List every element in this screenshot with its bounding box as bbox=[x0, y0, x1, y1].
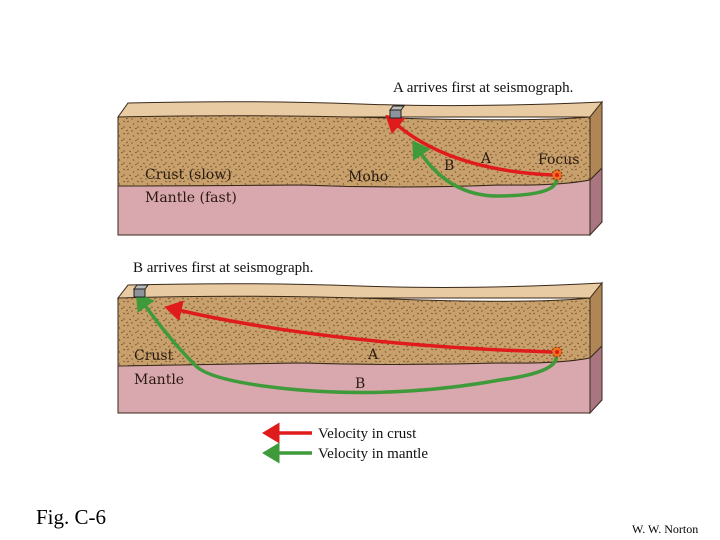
crust-label: Crust (slow) bbox=[145, 167, 232, 183]
focus-icon bbox=[551, 169, 563, 181]
figure-label: Fig. C-6 bbox=[36, 505, 106, 529]
seismograph-icon bbox=[389, 105, 405, 119]
top-mantle bbox=[117, 179, 591, 236]
top-block: A arrives first at seismograph. Crust (s… bbox=[117, 80, 604, 237]
credit: W. W. Norton bbox=[632, 522, 698, 536]
bottom-crust bbox=[117, 295, 591, 367]
ray-a-path bbox=[385, 114, 553, 177]
ray-b-path bbox=[135, 292, 558, 395]
bottom-mantle bbox=[117, 357, 591, 414]
legend-crust-label: Velocity in crust bbox=[318, 426, 417, 442]
legend-mantle-label: Velocity in mantle bbox=[318, 446, 428, 462]
top-caption: A arrives first at seismograph. bbox=[393, 80, 573, 96]
top-surface bbox=[117, 101, 604, 118]
ray-b-path bbox=[412, 140, 558, 198]
moho-label: Moho bbox=[348, 169, 388, 185]
ray-b-label: B bbox=[444, 158, 454, 174]
crust-label: Crust bbox=[134, 348, 174, 364]
focus-icon bbox=[551, 346, 563, 358]
ray-b-label: B bbox=[355, 376, 365, 392]
ray-a-label: A bbox=[480, 151, 492, 167]
mantle-label: Mantle (fast) bbox=[145, 190, 237, 206]
legend: Velocity in crust Velocity in mantle bbox=[262, 422, 428, 464]
top-side-mantle bbox=[589, 166, 603, 237]
focus-label: Focus bbox=[538, 152, 579, 168]
mantle-label: Mantle bbox=[134, 372, 184, 388]
bottom-block: B arrives first at seismograph. Crust Ma… bbox=[116, 260, 604, 415]
bottom-surface bbox=[116, 282, 604, 299]
bottom-side-mantle bbox=[589, 344, 603, 415]
seismograph-icon bbox=[133, 284, 149, 298]
bottom-caption: B arrives first at seismograph. bbox=[133, 260, 313, 276]
ray-a-path bbox=[164, 300, 553, 354]
ray-a-label: A bbox=[367, 347, 379, 363]
